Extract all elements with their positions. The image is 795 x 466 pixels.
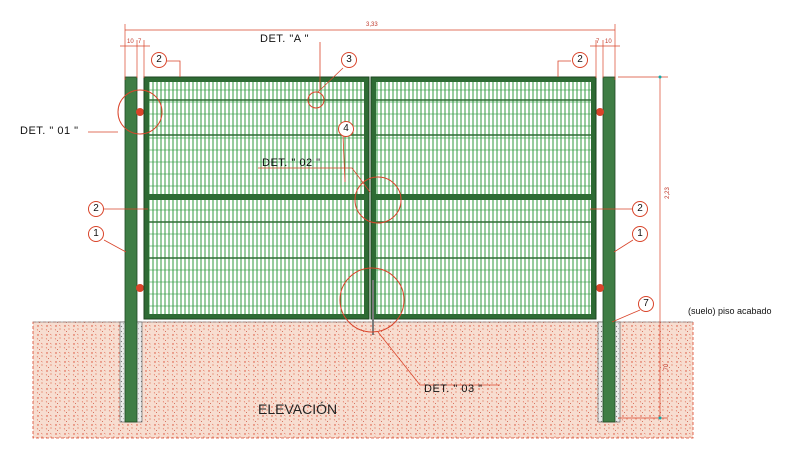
height-dimension [618, 76, 668, 419]
det-a-label: DET. "A " [260, 33, 309, 45]
detail-01-circle [117, 89, 163, 135]
callout-2-mid-left: 2 [88, 201, 104, 217]
left-leaf-mesh-bottom [149, 200, 364, 314]
callout-7: 7 [638, 296, 654, 312]
right-edge-dim-1: 7 [596, 39, 600, 45]
drawing-title: ELEVACIÓN [258, 401, 338, 417]
left-edge-dim-1: 10 [127, 39, 134, 45]
callout-1-left: 1 [88, 226, 104, 242]
overall-width-label: 3,33 [366, 22, 378, 28]
detail-03-circle [339, 267, 405, 333]
height-dim-end [658, 75, 662, 79]
right-post-hinge-top [596, 108, 604, 116]
ground-fill [32, 321, 694, 439]
callout-2-mid-right: 2 [632, 201, 648, 217]
det-03-label: DET. " 03 " [424, 383, 483, 395]
callout-2-top-right: 2 [572, 52, 588, 68]
left-edge-dim-2: 7 [138, 39, 142, 45]
height-dim-label: 2,23 [664, 187, 671, 199]
left-leaf-mesh-top [149, 82, 364, 194]
callout-3: 3 [341, 52, 357, 68]
overall-dimension [120, 24, 620, 80]
detail-02-circle [354, 176, 402, 224]
leader-lines [88, 42, 641, 386]
callout-4: 4 [338, 121, 354, 137]
det-02-label: DET. " 02 " [262, 157, 321, 169]
det-01-label: DET. " 01 " [20, 125, 79, 137]
foundation-dim-label: .70 [664, 363, 671, 373]
right-leaf-mesh-bottom [376, 200, 591, 314]
left-post-hinge-bottom [136, 284, 144, 292]
detail-a-circle [307, 91, 325, 109]
floor-note: (suelo) piso acabado [688, 306, 772, 316]
left-post [124, 76, 138, 423]
left-post-hinge-top [136, 108, 144, 116]
mesh-bands [149, 99, 591, 259]
callout-2-top-left: 2 [151, 52, 167, 68]
foundation-dim-end [658, 416, 662, 420]
right-post [602, 76, 616, 423]
right-leaf-mesh-top [376, 82, 591, 194]
right-post-hinge-bottom [596, 284, 604, 292]
callout-1-right: 1 [632, 226, 648, 242]
right-edge-dim-2: 10 [605, 39, 612, 45]
